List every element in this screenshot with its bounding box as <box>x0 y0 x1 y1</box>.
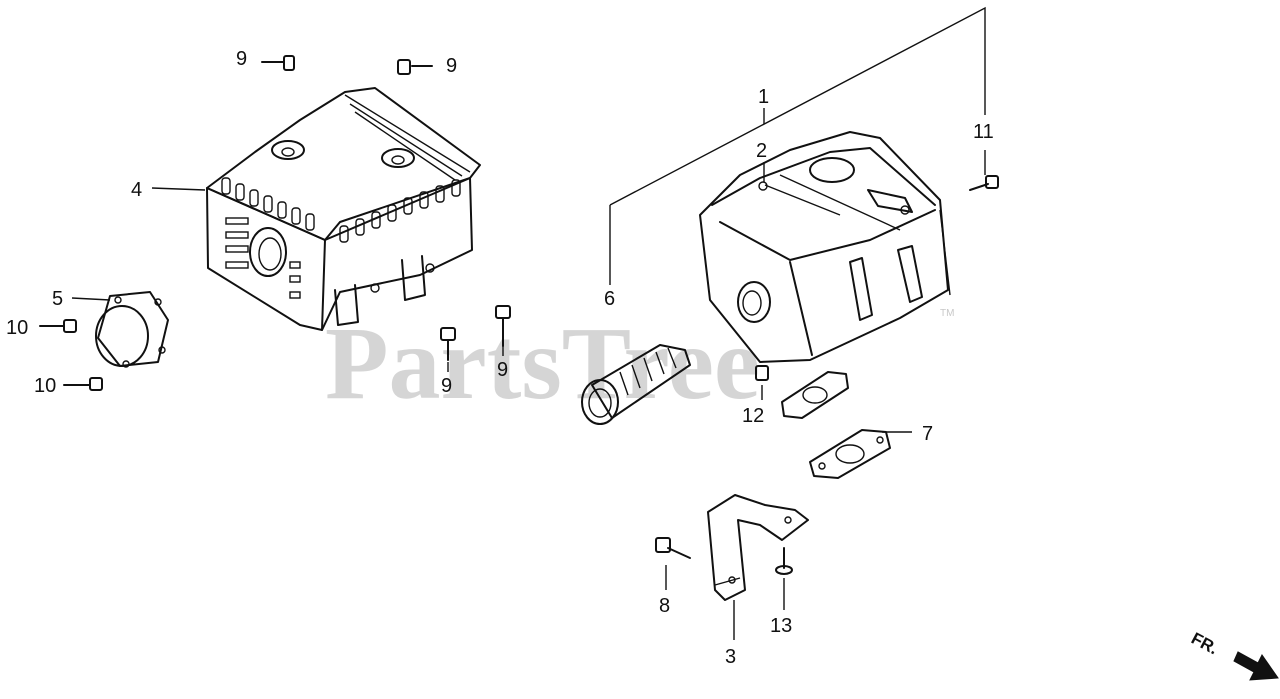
front-direction-indicator: FR. <box>1188 629 1279 681</box>
muffler-body <box>699 131 951 363</box>
callout-6: 6 <box>604 288 615 310</box>
callout-7: 7 <box>922 423 933 445</box>
callout-9d: 9 <box>497 359 508 381</box>
callout-1: 1 <box>758 86 769 108</box>
callout-10b: 10 <box>34 375 56 397</box>
bolt-9a <box>261 55 295 71</box>
callout-3: 3 <box>725 646 736 668</box>
callout-10a: 10 <box>6 317 28 339</box>
bolt-10a <box>39 319 77 333</box>
watermark-tm: TM <box>940 308 954 319</box>
watermark-text: PartsTree <box>325 306 760 421</box>
callout-13: 13 <box>770 615 792 637</box>
gasket <box>781 371 891 479</box>
callout-9b: 9 <box>446 55 457 77</box>
callout-9c: 9 <box>441 375 452 397</box>
nut-12 <box>755 365 769 381</box>
muffler-stay-bracket <box>707 494 809 601</box>
bolt-9c <box>440 327 456 361</box>
exhaust-pipe <box>581 344 691 425</box>
callout-2: 2 <box>756 140 767 162</box>
bolt-13 <box>775 547 793 575</box>
bolt-10b <box>63 377 103 391</box>
callout-11: 11 <box>973 121 994 143</box>
front-label: FR. <box>1188 629 1221 659</box>
leader-lines <box>71 6 986 640</box>
front-arrow-icon <box>1233 651 1279 681</box>
bolt-9d <box>495 305 511 347</box>
spark-arrester-cap <box>95 291 169 368</box>
callout-9a: 9 <box>236 48 247 70</box>
callout-5: 5 <box>52 288 63 310</box>
bolt-9b <box>397 59 433 75</box>
bolt-11 <box>969 175 999 191</box>
callout-12: 12 <box>742 405 764 427</box>
callout-4: 4 <box>131 179 142 201</box>
bolt-8 <box>655 537 691 559</box>
callout-8: 8 <box>659 595 670 617</box>
muffler-protector <box>206 87 481 331</box>
